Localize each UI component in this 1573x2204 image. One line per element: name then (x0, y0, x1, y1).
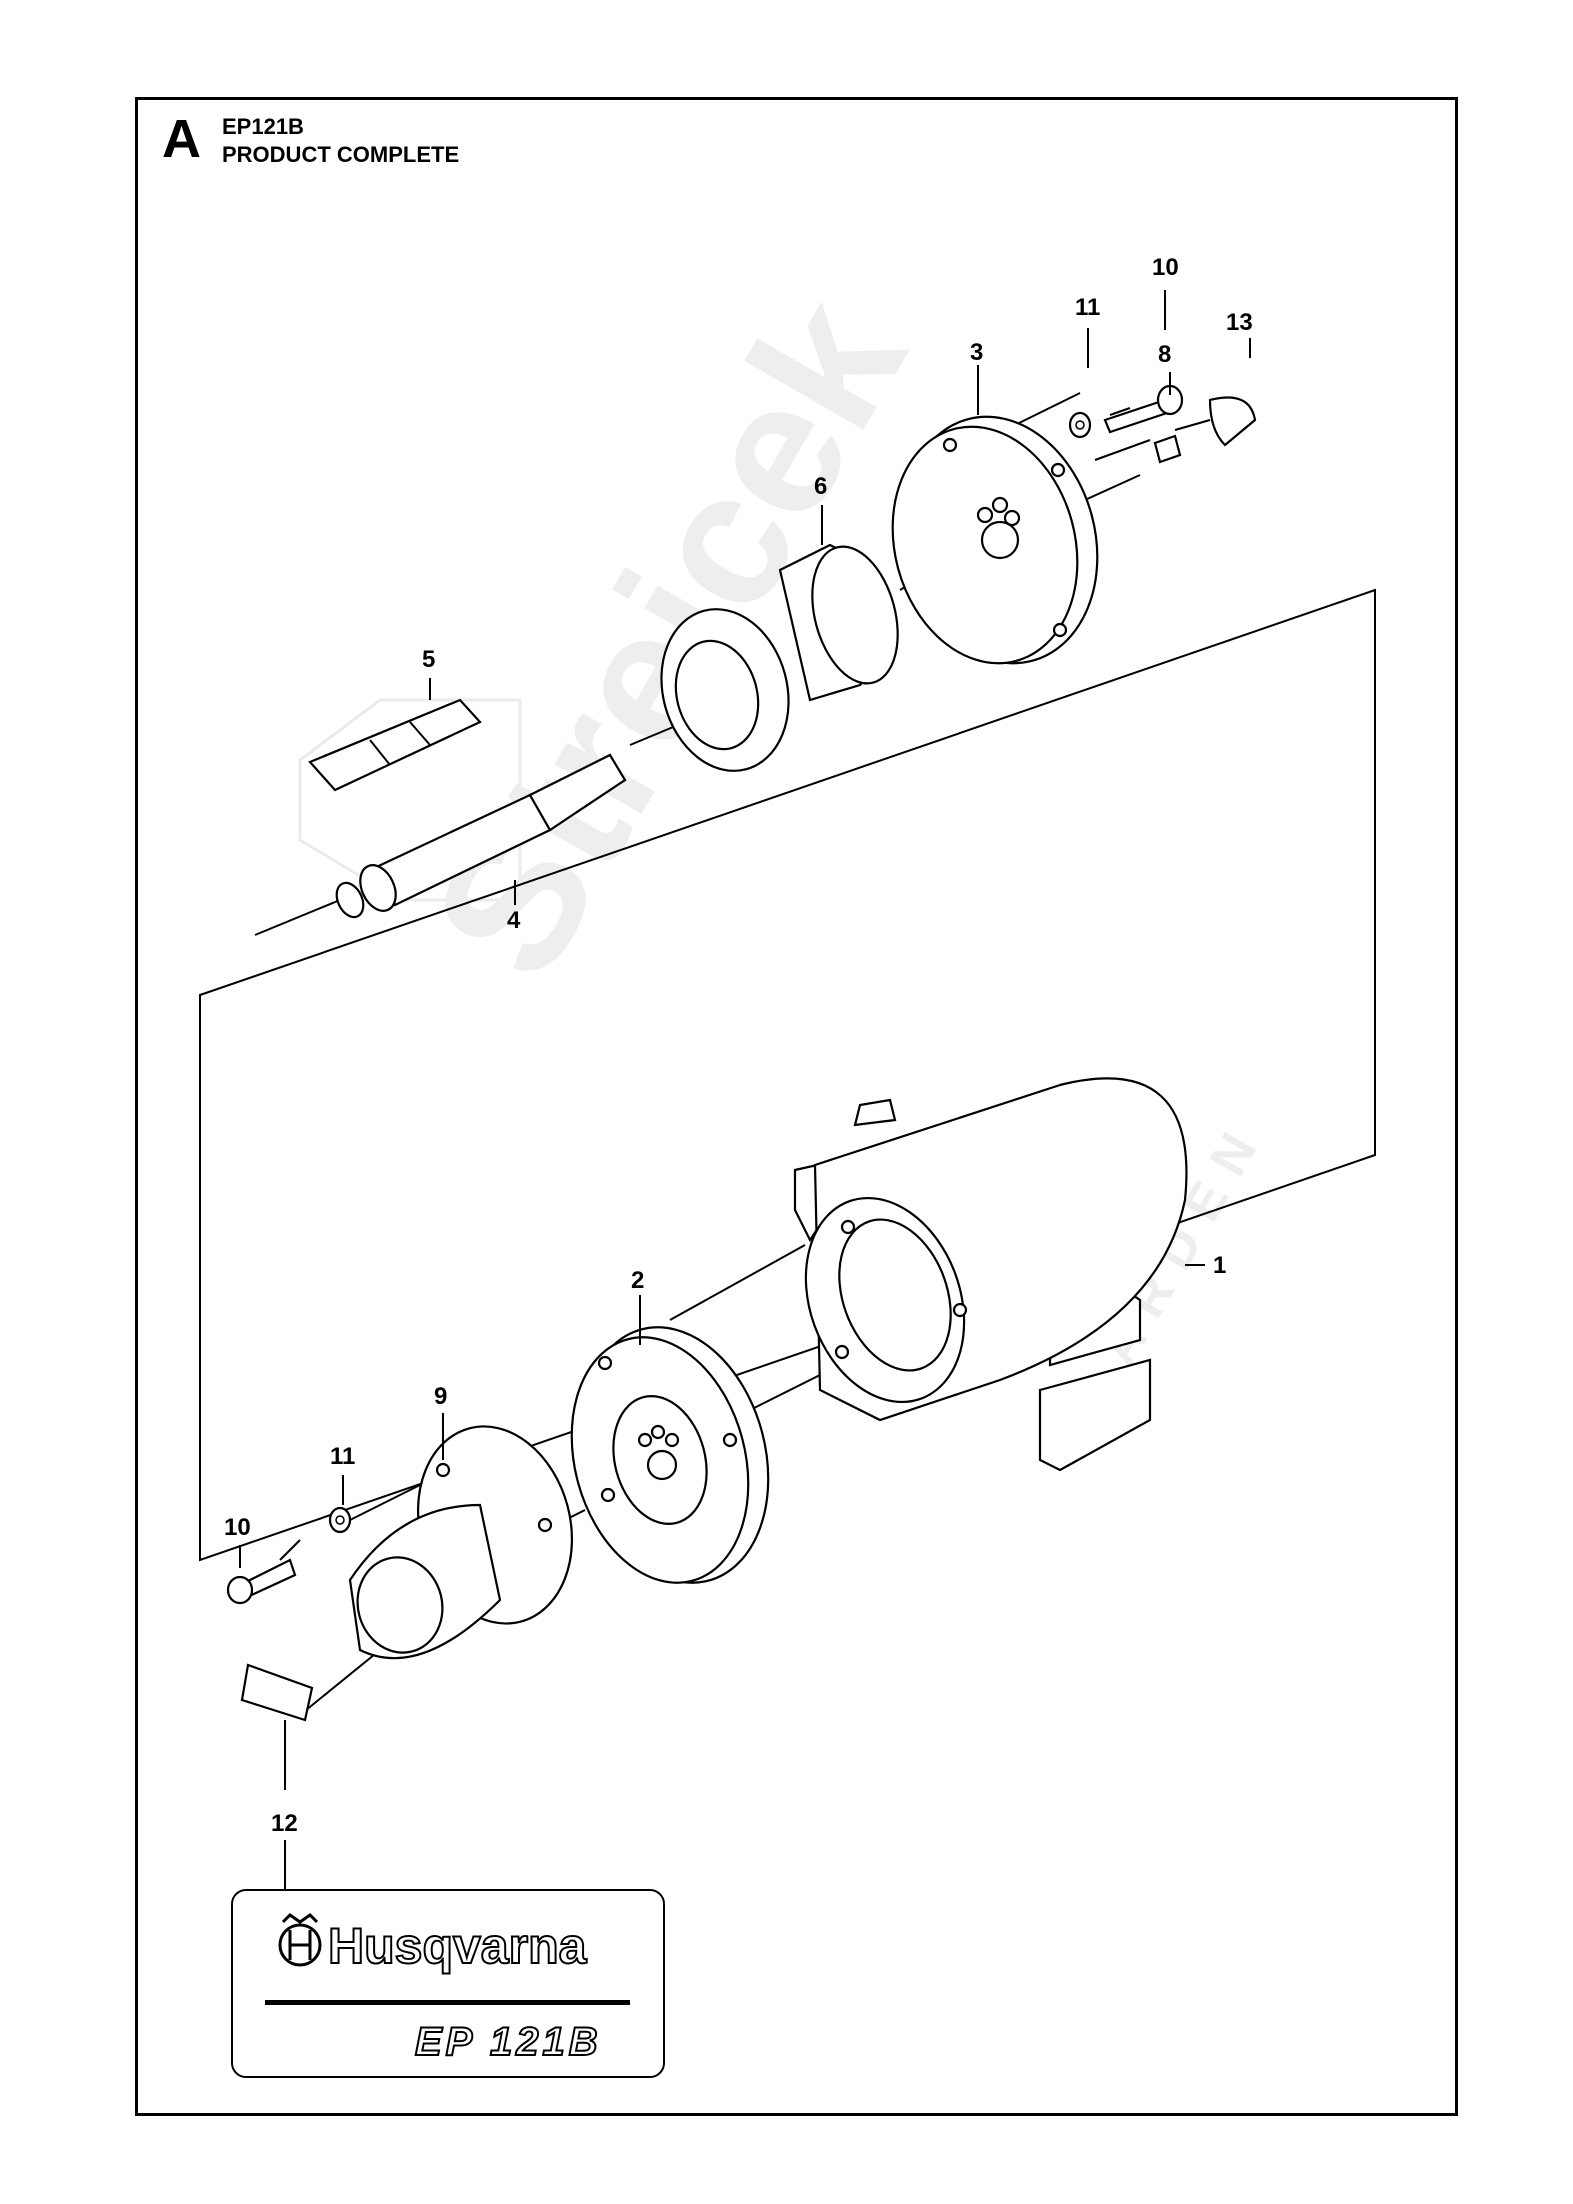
callout-6: 6 (814, 473, 827, 500)
husqvarna-crown-logo-icon (278, 1913, 322, 1967)
hardware-parts (226, 384, 1257, 1722)
part-2-flange-plate (570, 1326, 770, 1584)
decal-label: Husqvarna EP 121B (231, 1889, 665, 2078)
callout-4: 4 (507, 907, 521, 934)
decal-brand: Husqvarna (328, 1918, 588, 1974)
part-5-key (308, 698, 482, 792)
callout-5: 5 (422, 646, 435, 673)
callout-2: 2 (631, 1267, 644, 1294)
callout-labels: 10 11 13 3 8 6 5 4 1 2 9 11 10 12 (224, 254, 1253, 1837)
callout-10-top: 10 (1152, 254, 1179, 281)
decal-model: EP 121B (415, 2020, 602, 2064)
callout-1: 1 (1213, 1252, 1226, 1279)
assembly-axis-lines (254, 392, 1211, 1716)
leader-lines (239, 290, 1251, 1890)
diagram-frame (135, 97, 1458, 2116)
callout-10-bottom: 10 (224, 1514, 251, 1541)
callout-11-top: 11 (1075, 294, 1100, 321)
part-9-end-cap (348, 1425, 574, 1660)
callout-11-bottom: 11 (330, 1443, 355, 1470)
callout-3: 3 (970, 339, 983, 366)
callout-9: 9 (434, 1383, 447, 1410)
callout-13: 13 (1226, 309, 1253, 336)
part-4-shaft (335, 753, 627, 919)
model-code: EP121B (222, 114, 304, 139)
part-3-rear-flange (891, 415, 1099, 665)
subassembly-outline (199, 588, 1376, 1562)
section-title: PRODUCT COMPLETE (222, 142, 460, 167)
callout-12: 12 (271, 1810, 298, 1837)
callout-8: 8 (1158, 341, 1171, 368)
part-1-housing (793, 1077, 1188, 1472)
section-letter: A (162, 109, 201, 169)
part-6-sleeve (660, 543, 899, 772)
